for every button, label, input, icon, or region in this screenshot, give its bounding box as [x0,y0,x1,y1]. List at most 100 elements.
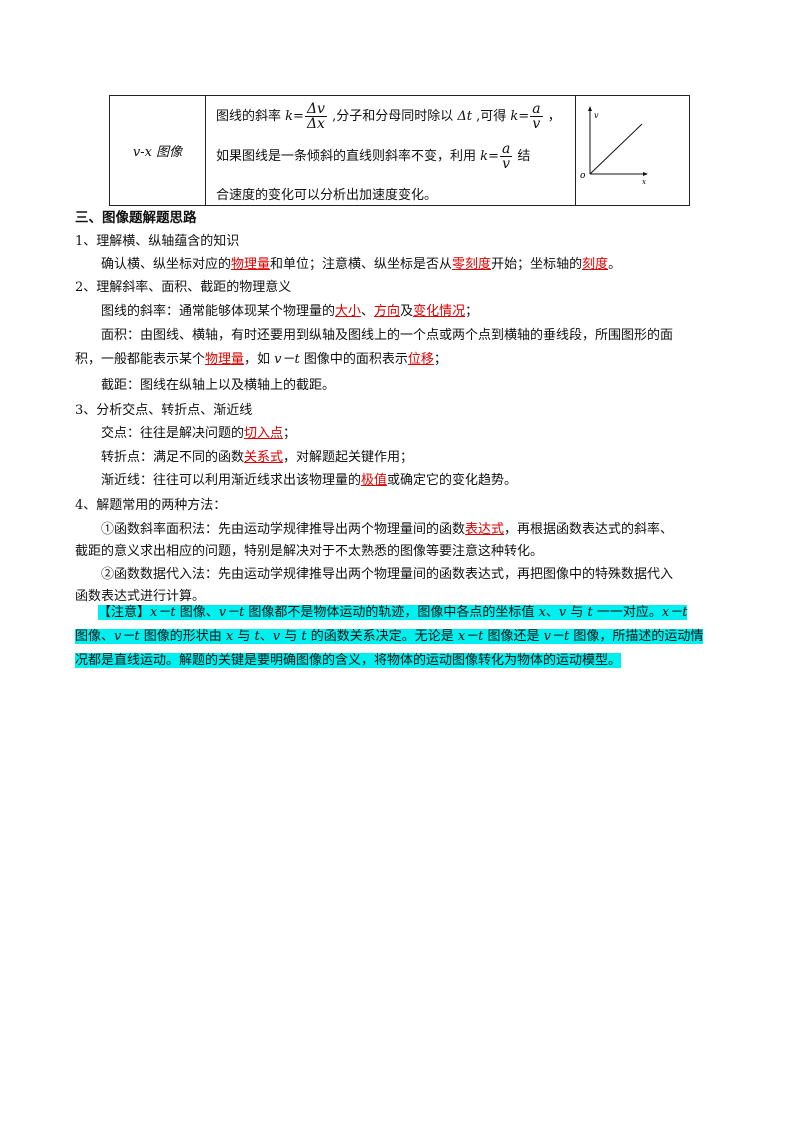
p2-intercept: 截距：图线在纵轴上以及横轴上的截距。 [101,378,336,393]
underlined-term: 关系式 [244,450,284,465]
text: = [293,109,304,124]
text: 确认横、纵坐标对应的 [101,257,232,272]
denominator: Δx [306,116,325,132]
text: ； [465,304,479,319]
text: 如果图线是一条倾斜的直线则斜率不变，利用 [216,149,481,164]
y-axis-arrow [588,106,592,111]
text: 或确定它的变化趋势。 [387,473,518,488]
p3-title: 3、分析交点、转折点、渐近线 [75,403,253,418]
numerator: a [499,141,513,157]
note-line-3: 况都是直线运动。解题的关键是要明确图像的含义，将物体的运动图像转化为物体的运动模… [75,649,622,668]
note-line-2: 图像、v－t 图像的形状由 x 与 t、v 与 t 的函数关系决定。无论是 x－… [75,625,704,644]
text: x－t [150,605,176,620]
text: = [518,109,530,124]
row-label: v-x 图像 [110,96,206,205]
text: k [480,149,489,164]
text: 交点：往往是解决问题的 [101,426,245,441]
text: t [254,629,260,644]
underlined-term: 变化情况 [413,304,466,319]
text: 图像都不是物体运动的轨迹，图像中各点的坐标值 [244,605,539,620]
underlined-term: 物理量 [205,352,245,367]
axis-y-label: v [594,111,599,120]
text: 。 [608,257,622,272]
p2-area-line-2: 积，一般都能表示某个物理量，如 v－t 图像中的面积表示位移； [75,348,447,367]
text: 图像的形状由 [139,629,226,644]
text: 、 [545,605,559,620]
text: ，再根据函数表达式的斜率、 [504,522,674,537]
text: ； [283,426,297,441]
text: x－t [457,629,484,644]
vx-graph: v x o [576,96,689,205]
highlight: 【注意】x－t 图像、v－t 图像都不是物体运动的轨迹，图像中各点的坐标值 x、… [98,605,688,620]
text: k [285,109,294,124]
text: 转折点：满足不同的函数 [101,450,245,465]
text: ，如 [244,352,275,367]
denominator: v [532,116,541,132]
underlined-term: 方向 [374,304,401,319]
text: t [301,629,307,644]
p2-area-line-1: 面积：由图线、横轴，有时还要用到纵轴及图线上的一个点或两个点到横轴的垂线段，所围… [101,328,674,343]
text: 与 [566,605,588,620]
text: 图线的斜率：通常能够体现某个物理量的 [101,304,336,319]
p4-method-1-line-1: ①函数斜率面积法：先由运动学规律推导出两个物理量间的函数表达式，再根据函数表达式… [101,518,673,537]
text: v－t [274,352,300,367]
numerator: Δv [304,101,327,117]
vx-graph-svg: v x o [580,106,648,186]
text: v [558,605,567,620]
underlined-term: 极值 [361,473,388,488]
text: ,可得 [472,109,511,124]
axis-x-label: x [642,178,646,186]
text: 和单位；注意横、纵坐标是否从 [270,257,453,272]
text: Δt [457,109,472,124]
text: v－t [543,629,570,644]
p1-title: 1、理解横、纵轴蕴含的知识 [75,234,240,249]
text: 的函数关系决定。无论是 [306,629,458,644]
denominator: v [502,156,511,172]
p2-title: 2、理解斜率、面积、截距的物理意义 [75,280,292,295]
text: 、 [259,629,273,644]
underlined-term: 表达式 [465,522,505,537]
text: 图像、 [75,629,115,644]
p4-method-1-line-2: 截距的意义求出相应的问题，特别是解决对于不太熟悉的图像等要注意这种转化。 [75,544,544,559]
text: ； [433,352,447,367]
underlined-term: 位移 [407,352,434,367]
text: ,分子和分母同时除以 [327,109,458,124]
text: t [587,605,593,620]
text: 【注意】 [98,605,151,620]
p2-slope: 图线的斜率：通常能够体现某个物理量的大小、方向及变化情况； [101,300,478,319]
row-label-text: v-x 图像 [132,145,183,160]
underlined-term: 切入点 [244,426,284,441]
text: 积，一般都能表示某个 [75,352,206,367]
text: k [510,109,519,124]
text: 渐近线：往往可以利用渐近线求出该物理量的 [101,473,362,488]
text: x [225,629,234,644]
p4-title: 4、解题常用的两种方法： [75,498,227,513]
highlight: 况都是直线运动。解题的关键是要明确图像的含义，将物体的运动图像转化为物体的运动模… [75,653,622,668]
text: 及 [400,304,414,319]
text: 图像中的面积表示 [299,352,408,367]
underlined-term: 刻度 [582,257,609,272]
text: 图像还是 [483,629,544,644]
text: ，对解题起关键作用； [283,450,414,465]
section-title: 三、图像题解题思路 [75,210,197,226]
numerator: a [530,101,543,117]
text: 结 [513,149,531,164]
desc-line-3: 合速度的变化可以分析出加速度变化。 [216,188,438,203]
origin-label: o [580,171,586,181]
p3-intersection: 交点：往往是解决问题的切入点； [101,422,296,441]
text: 图像，所描述的运动情 [569,629,704,644]
highlight: 图像、v－t 图像的形状由 x 与 t、v 与 t 的函数关系决定。无论是 x－… [75,629,704,644]
text: x－t [661,605,688,620]
p1-text: 确认横、纵坐标对应的物理量和单位；注意横、纵坐标是否从零刻度开始；坐标轴的刻度。 [101,253,621,272]
text: 图像、 [175,605,219,620]
text: v－t [218,605,245,620]
graph-line [589,123,643,175]
